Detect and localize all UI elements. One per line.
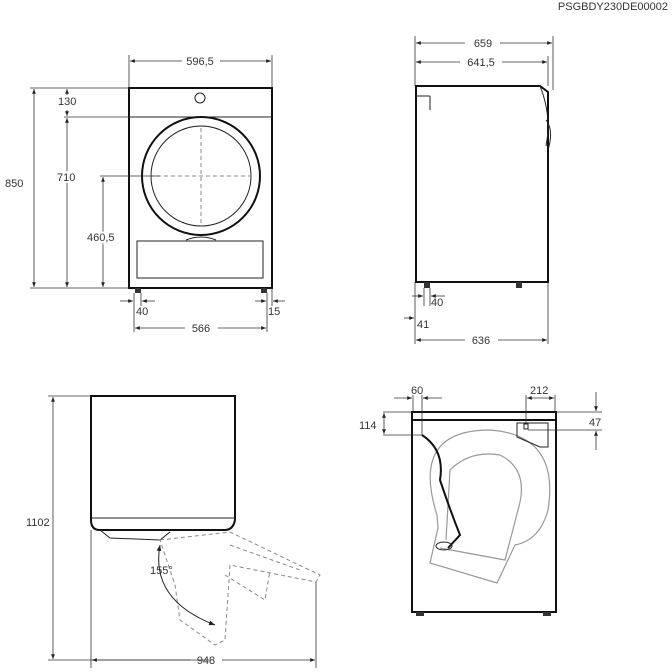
door-open-view: 155° 1102 948 [26,395,321,668]
dim-hose-offset: 60 [411,385,423,397]
dim-foot-right: 15 [268,306,280,318]
dim-door-height: 710 [57,172,75,184]
rear-view: 60 212 114 47 [359,385,602,616]
dim-feet-span: 566 [192,323,210,335]
dim-depth-total: 659 [474,38,492,50]
dim-door-angle: 155° [150,565,173,577]
dim-inlet-offset: 212 [530,385,548,397]
dim-height-total: 850 [5,178,23,190]
dim-side-rear: 41 [417,319,429,331]
dim-height-open: 1102 [26,517,50,529]
dim-hose-height: 114 [359,420,377,432]
dim-side-foot: 40 [431,297,443,309]
dim-inlet-height: 47 [589,417,601,429]
dim-door-center: 460,5 [87,232,115,244]
front-view: 596,5 850 130 710 460,5 40 15 566 [5,55,285,335]
dim-depth-open: 948 [197,655,215,667]
dim-foot-left: 40 [136,306,148,318]
document-code: PSGBDY230DE00002 [558,1,668,13]
dim-width-total: 596,5 [186,56,214,68]
side-view: 659 641,5 40 41 636 [404,36,554,347]
dim-depth-body: 641,5 [467,57,495,69]
dim-base-depth: 636 [472,335,490,347]
dim-top-panel: 130 [58,96,76,108]
